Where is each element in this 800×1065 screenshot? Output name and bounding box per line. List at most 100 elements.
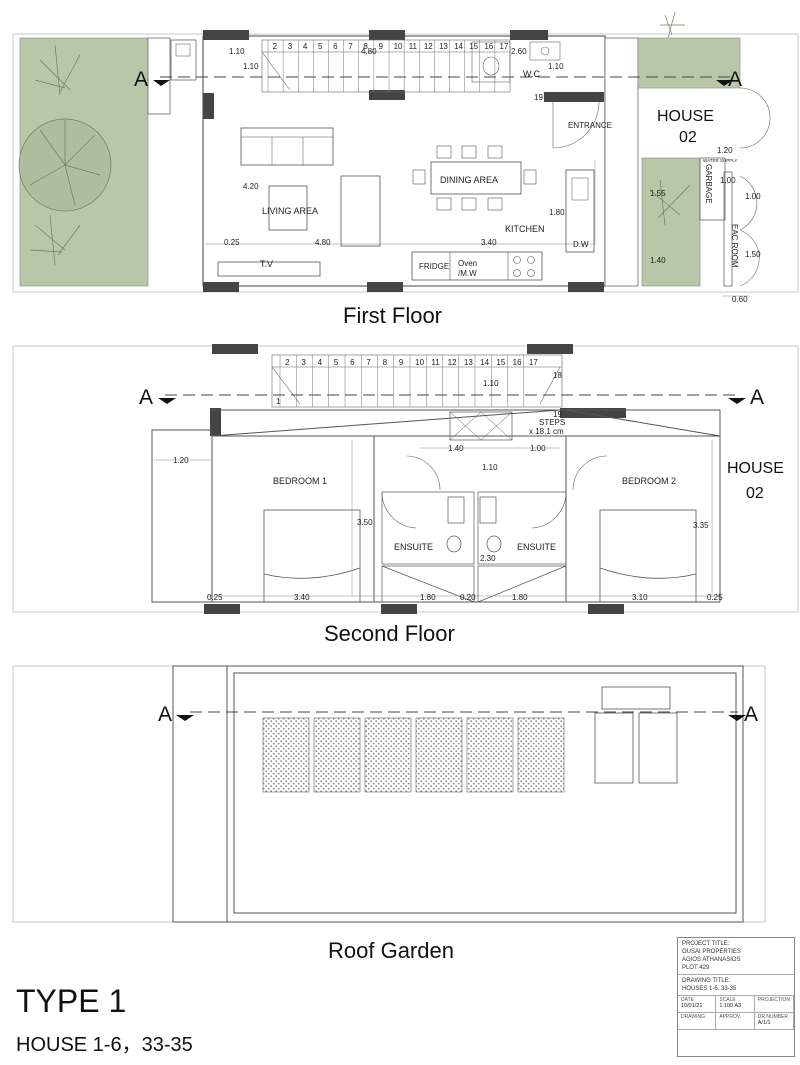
dim-label: 0.25 xyxy=(207,593,223,602)
dim-label: 19 xyxy=(534,93,543,102)
dim-label: 0.60 xyxy=(732,295,748,304)
dim-label: 1.00 xyxy=(745,192,761,201)
dim-label: 0.20 xyxy=(460,593,476,602)
dim-label: 1.00 xyxy=(530,444,546,453)
dim-label: 1.80 xyxy=(420,593,436,602)
dim-label: 1.40 xyxy=(448,444,464,453)
dim-label: 0.25 xyxy=(224,238,240,247)
dim-label: 1.20 xyxy=(717,146,733,155)
stair-step-number: 15 xyxy=(469,42,478,51)
dim-label: 19 xyxy=(553,410,562,419)
section-marker-left: A xyxy=(134,68,148,91)
scale-label: SCALE xyxy=(719,997,736,1003)
bedroom2-label: BEDROOM 2 xyxy=(622,476,676,486)
title-block: PROJECT TITLE: OUSAI PROPERTIES AGIOS AT… xyxy=(677,937,795,1057)
oven-label: Oven xyxy=(458,259,477,268)
dim-label: 1.10 xyxy=(483,379,499,388)
project-name-line1: OUSAI PROPERTIES xyxy=(682,949,741,955)
stair-step-number: 11 xyxy=(431,358,440,367)
stair-step-number: 17 xyxy=(529,358,538,367)
ensuite2-label: ENSUITE xyxy=(517,542,556,552)
wc-label: W.C xyxy=(523,69,540,79)
dim-label: 2.60 xyxy=(511,47,527,56)
stair-step-number: 12 xyxy=(448,358,457,367)
right-garden-top xyxy=(637,37,741,89)
dim-label: 2.30 xyxy=(480,554,496,563)
dim-label: 1.10 xyxy=(243,62,259,71)
stair-step-number: 11 xyxy=(409,42,418,51)
projection-label: PROJECTION xyxy=(757,997,790,1003)
house02-label-line1: HOUSE xyxy=(657,108,714,125)
dim-label: 3.50 xyxy=(357,518,373,527)
dim-label: 1.10 xyxy=(548,62,564,71)
dim-label: 1.00 xyxy=(720,176,736,185)
stair-step-number: 13 xyxy=(464,358,473,367)
drawing-label: DRAWING xyxy=(681,1014,705,1020)
project-title-section: PROJECT TITLE: OUSAI PROPERTIES AGIOS AT… xyxy=(678,938,794,975)
date-value: 10/01/21 xyxy=(681,1003,703,1009)
water-supply-label: WATER SUPPLY xyxy=(703,158,737,163)
steps-height-label: x 18.1 cm xyxy=(529,427,564,436)
drawing-title-label: DRAWING TITLE: xyxy=(682,978,731,984)
drawing-title-value: HOUSES 1-6, 33-35 xyxy=(682,986,737,992)
projection-cell: PROJECTION xyxy=(754,996,794,1013)
right-garden-bottom xyxy=(641,157,701,287)
date-label: DATE xyxy=(681,997,694,1003)
approval-cell: APPROV. xyxy=(716,1013,755,1030)
roof-garden-plan: A A xyxy=(12,665,766,923)
dim-label: 1.40 xyxy=(650,256,666,265)
stair-step-number: 9 xyxy=(399,358,404,367)
project-name-line3: PLOT 429 xyxy=(682,965,710,971)
dishwasher-label: D.W xyxy=(573,240,589,249)
section-marker-right: A xyxy=(728,68,742,91)
solar-panel xyxy=(262,717,565,793)
kitchen-label: KITCHEN xyxy=(505,224,545,234)
stair-step-number: 5 xyxy=(334,358,339,367)
ensuite1-label: ENSUITE xyxy=(394,542,433,552)
house02-label-line2: 02 xyxy=(679,129,697,146)
section-marker-left: A xyxy=(139,386,153,409)
dim-label: 18 xyxy=(553,371,562,380)
stair-step-number: 8 xyxy=(363,42,368,51)
stair-step-number: 14 xyxy=(480,358,489,367)
house02-label-line2: 02 xyxy=(746,485,764,502)
dim-label: 1.55 xyxy=(650,189,666,198)
stair-step-number: 3 xyxy=(288,42,293,51)
stair-step-number: 9 xyxy=(378,42,383,51)
stair-step-number: 8 xyxy=(383,358,388,367)
stair-step-number: 4 xyxy=(318,358,323,367)
scale-value: 1:100 A3 xyxy=(719,1003,742,1009)
second-floor-title: Second Floor xyxy=(324,621,455,646)
dim-label: 1.10 xyxy=(229,47,245,56)
palm-tree-icon xyxy=(18,44,112,266)
stair-step-number: 6 xyxy=(350,358,355,367)
stair-step-number: 5 xyxy=(318,42,323,51)
dim-label: 1.80 xyxy=(512,593,528,602)
water-tank xyxy=(594,686,678,784)
section-marker-right: A xyxy=(744,703,758,726)
oven-mw-label: /M.W xyxy=(458,269,477,278)
stair-step-number: 10 xyxy=(415,358,424,367)
house02-label-line1: HOUSE xyxy=(727,460,784,477)
stair-step-number: 15 xyxy=(496,358,505,367)
stair-step-number: 6 xyxy=(333,42,338,51)
stair-step-number: 2 xyxy=(285,358,290,367)
entrance-label: ENTRANCE xyxy=(568,121,612,130)
stair-step-number: 2 xyxy=(273,42,278,51)
section-marker-right: A xyxy=(750,386,764,409)
stair-step-number: 13 xyxy=(439,42,448,51)
dim-label: 4.80 xyxy=(315,238,331,247)
dim-label: 3.40 xyxy=(294,593,310,602)
dim-label: 0.25 xyxy=(707,593,723,602)
dim-label: 1.20 xyxy=(173,456,189,465)
drawing-number-value: A/1/1 xyxy=(757,1020,771,1026)
dim-label: 3.10 xyxy=(632,593,648,602)
stair-step-number: 4 xyxy=(303,42,308,51)
dim-label: 1.50 xyxy=(745,250,761,259)
